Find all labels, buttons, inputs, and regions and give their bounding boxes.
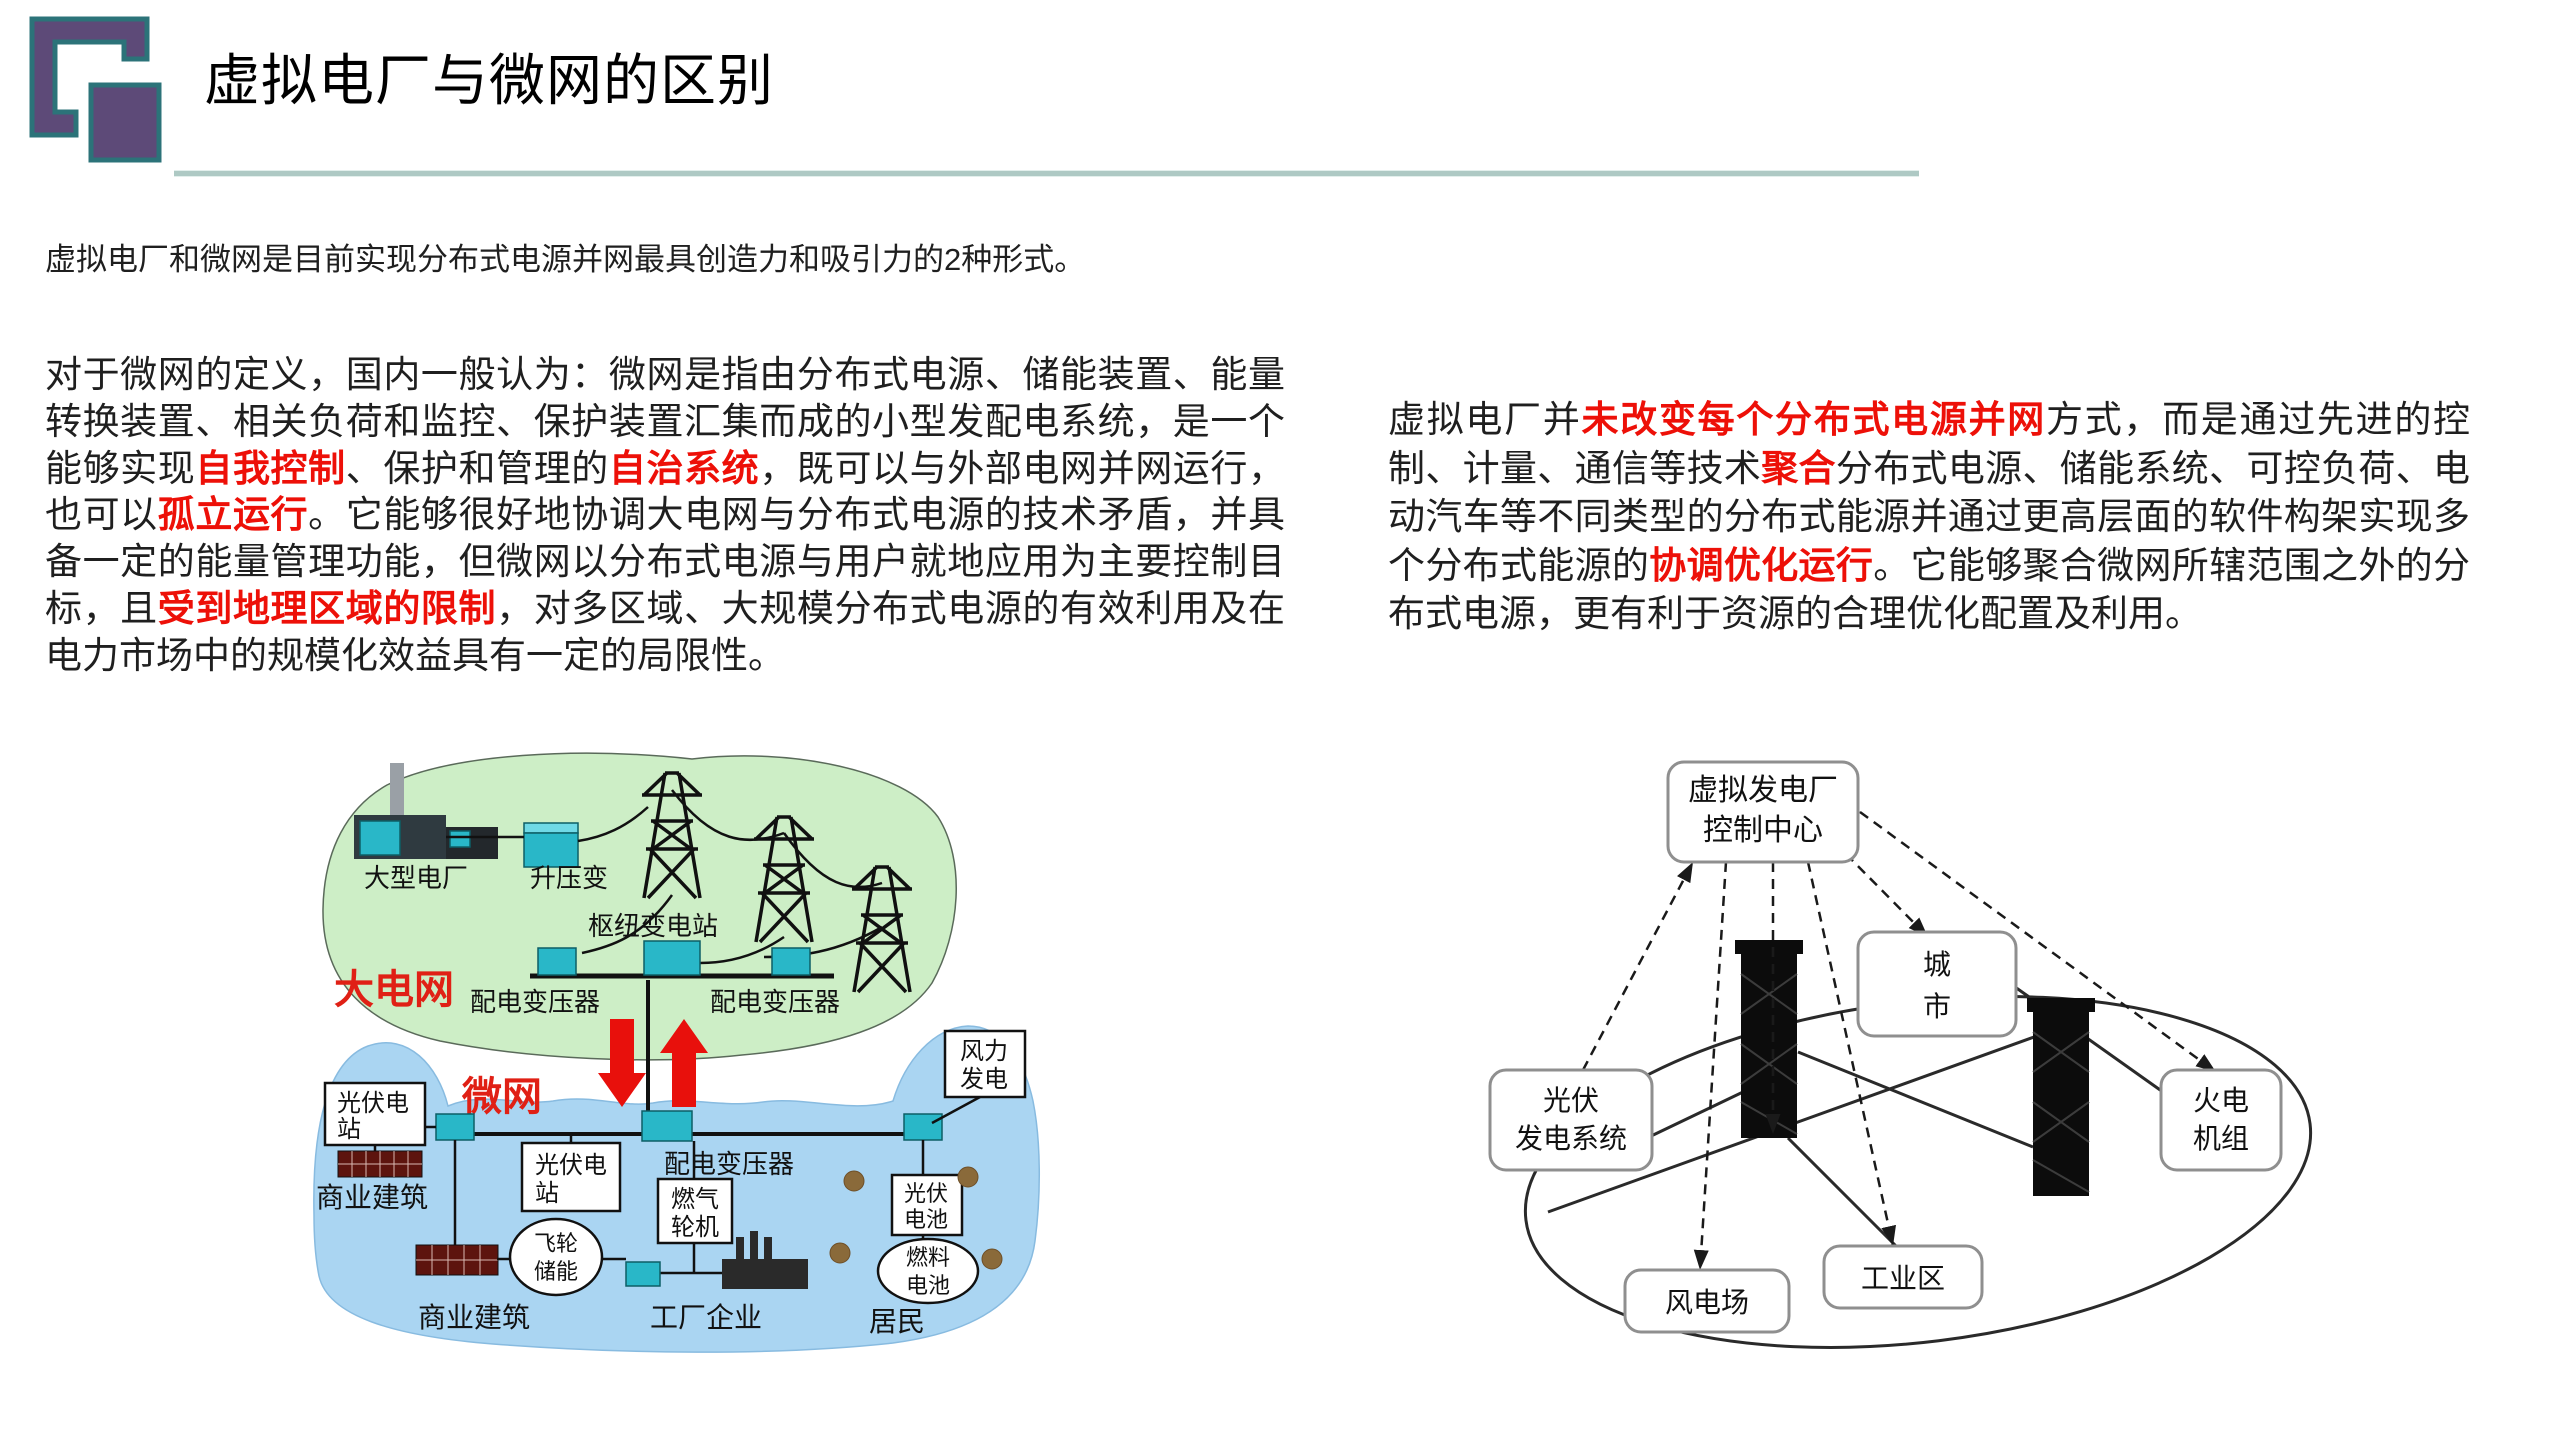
body-text: ，既可以与外部电网并网运行，也可以: [45, 447, 1285, 536]
flywheel-line2: 储能: [534, 1259, 578, 1284]
vpp-paragraph: 虚拟电厂并未改变每个分布式电源并网方式，而是通过先进的控制、计量、通信等技术聚合…: [1388, 396, 2470, 639]
thermal-line2: 机组: [2193, 1123, 2249, 1154]
tree-icons: [829, 1166, 1003, 1270]
page-title: 虚拟电厂与微网的区别: [204, 49, 774, 112]
mg-transformer-right: [903, 1113, 943, 1141]
city-line2: 市: [1923, 991, 1951, 1022]
big-grid-label: 大电网: [334, 968, 454, 1012]
control-center-box: [1666, 760, 1860, 864]
tower-photo-left: [1735, 940, 1803, 1138]
gas-line2: 轮机: [671, 1214, 719, 1241]
flywheel-ellipse: [508, 1217, 604, 1297]
wind-power-box: [943, 1029, 1027, 1099]
pv-center-line2: 站: [535, 1180, 559, 1207]
body-text: 虚拟电厂并: [1388, 399, 1582, 440]
wind-farm-label: 风电场: [1665, 1287, 1749, 1318]
mg-transformer-left: [435, 1113, 475, 1141]
pv-station-center-box: [520, 1141, 622, 1213]
tower-photo-right: [2027, 998, 2095, 1196]
microgrid-paragraph: 对于微网的定义，国内一般认为：微网是指由分布式电源、储能装置、能量转换装置、相关…: [45, 352, 1285, 680]
city-line1: 城: [1923, 949, 1951, 980]
power-down-arrow: [598, 1019, 646, 1107]
dist-transformer-mg-label: 配电变压器: [664, 1149, 794, 1179]
biz-lower-label: 商业建筑: [418, 1302, 530, 1333]
thermal-box: [2159, 1068, 2283, 1172]
body-text: 对于微网的定义，国内一般认为：微网是指由分布式电源、储能装置、能量转换装置、相关…: [45, 354, 1285, 489]
plant-label: 大型电厂: [364, 863, 468, 893]
pv-panel-icon: [337, 1150, 423, 1178]
hub-transformer-left: [537, 947, 577, 976]
pvcell-line1: 光伏: [904, 1181, 948, 1206]
fuelcell-line1: 燃料: [906, 1245, 950, 1270]
microgrid-diagram: 枢纽变电站 大型电厂 升压变 配电变压器 配电变压器 大电网 微网 配电变压器 …: [313, 752, 1040, 1353]
industry-box: [1822, 1244, 1984, 1310]
pv-left-line2: 站: [337, 1116, 361, 1143]
city-box: [1856, 930, 2018, 1038]
industry-label: 工业区: [1861, 1263, 1945, 1294]
fuelcell-line2: 电池: [906, 1273, 950, 1298]
plant-wires: [446, 806, 649, 843]
hub-transformer-right: [771, 947, 811, 976]
highlighted-text: 孤立运行: [157, 494, 309, 536]
pv-cell-box: [890, 1173, 964, 1237]
logo-bracket-shape: [29, 16, 150, 138]
dist-transformer-right-label: 配电变压器: [710, 987, 840, 1017]
biz-upper-label: 商业建筑: [316, 1182, 428, 1213]
highlighted-text: 自我控制: [195, 447, 346, 489]
highlighted-text: 受到地理区域的限制: [157, 587, 497, 629]
residents-label: 居民: [869, 1306, 925, 1337]
pv-station-left-box: [323, 1081, 427, 1147]
body-text: ，对多区域、大规模分布式电源的有效利用及在电力市场中的规模化效益具有一定的局限性…: [45, 587, 1285, 676]
pv-system-line2: 发电系统: [1515, 1123, 1627, 1154]
microgrid-label: 微网: [461, 1075, 542, 1119]
gas-line1: 燃气: [671, 1186, 719, 1213]
pvcell-line2: 电池: [904, 1207, 948, 1232]
vpp-diagram: 虚拟发电厂 控制中心 城 市 光伏 发电系统 风电场 工业区 火电 机组: [1488, 760, 2313, 1349]
big-grid-region: [322, 752, 957, 1061]
stepup-label: 升压变: [530, 863, 608, 893]
highlighted-text: 聚合: [1761, 447, 1836, 489]
thermal-line1: 火电: [2193, 1085, 2249, 1116]
factory-transformer: [625, 1261, 661, 1287]
control-line2: 控制中心: [1703, 814, 1823, 847]
title-divider: [174, 170, 1919, 177]
transmission-wires: [581, 789, 883, 965]
mg-transformer-center: [641, 1110, 693, 1142]
building-icon: [415, 1244, 499, 1276]
gas-turbine-box: [656, 1177, 734, 1245]
body-text: 方式，而是通过先进的控制、计量、通信等技术: [1388, 399, 2471, 489]
body-text: 分布式电源、储能系统、可控负荷、电动汽车等不同类型的分布式能源并通过更高层面的软…: [1388, 447, 2471, 586]
factory-icon: [722, 1231, 808, 1289]
power-up-arrow: [660, 1019, 708, 1107]
wind-farm-box: [1623, 1268, 1791, 1334]
fuel-cell-ellipse: [876, 1237, 980, 1305]
highlighted-text: 自治系统: [608, 447, 760, 489]
highlighted-text: 协调优化运行: [1649, 544, 1874, 586]
intro-text: 虚拟电厂和微网是目前实现分布式电源并网最具创造力和吸引力的2种形式。: [45, 242, 1086, 277]
pv-system-line1: 光伏: [1543, 1085, 1599, 1116]
wind-link: [931, 1095, 981, 1125]
highlighted-text: 未改变每个分布式电源并网: [1581, 399, 2046, 440]
wind-line2: 发电: [960, 1066, 1008, 1093]
communication-arrows: [1567, 794, 2217, 1271]
body-text: 。它能够很好地协调大电网与分布式电源的技术矛盾，并具备一定的能量管理功能，但微网…: [45, 494, 1285, 629]
power-plant-icon: [354, 763, 498, 859]
logo-square-shape: [88, 82, 162, 163]
pv-left-line1: 光伏电: [337, 1090, 409, 1117]
factory-label: 工厂企业: [650, 1302, 762, 1333]
hub-transformer-center: [643, 940, 701, 976]
hub-substation-label: 枢纽变电站: [588, 911, 718, 941]
flywheel-line1: 飞轮: [534, 1231, 578, 1256]
pv-system-box: [1488, 1068, 1654, 1172]
body-text: 、保护和管理的: [345, 447, 609, 489]
stepup-transformer-icon: [523, 822, 579, 868]
pv-center-line1: 光伏电: [535, 1152, 607, 1179]
control-line1: 虚拟发电厂: [1688, 774, 1838, 807]
dist-transformer-left-label: 配电变压器: [470, 987, 600, 1017]
body-text: 。它能够聚合微网所辖范围之外的分布式电源，更有利于资源的合理优化配置及利用。: [1388, 544, 2471, 635]
slide-logo: [29, 16, 162, 163]
wind-line1: 风力: [960, 1038, 1008, 1065]
